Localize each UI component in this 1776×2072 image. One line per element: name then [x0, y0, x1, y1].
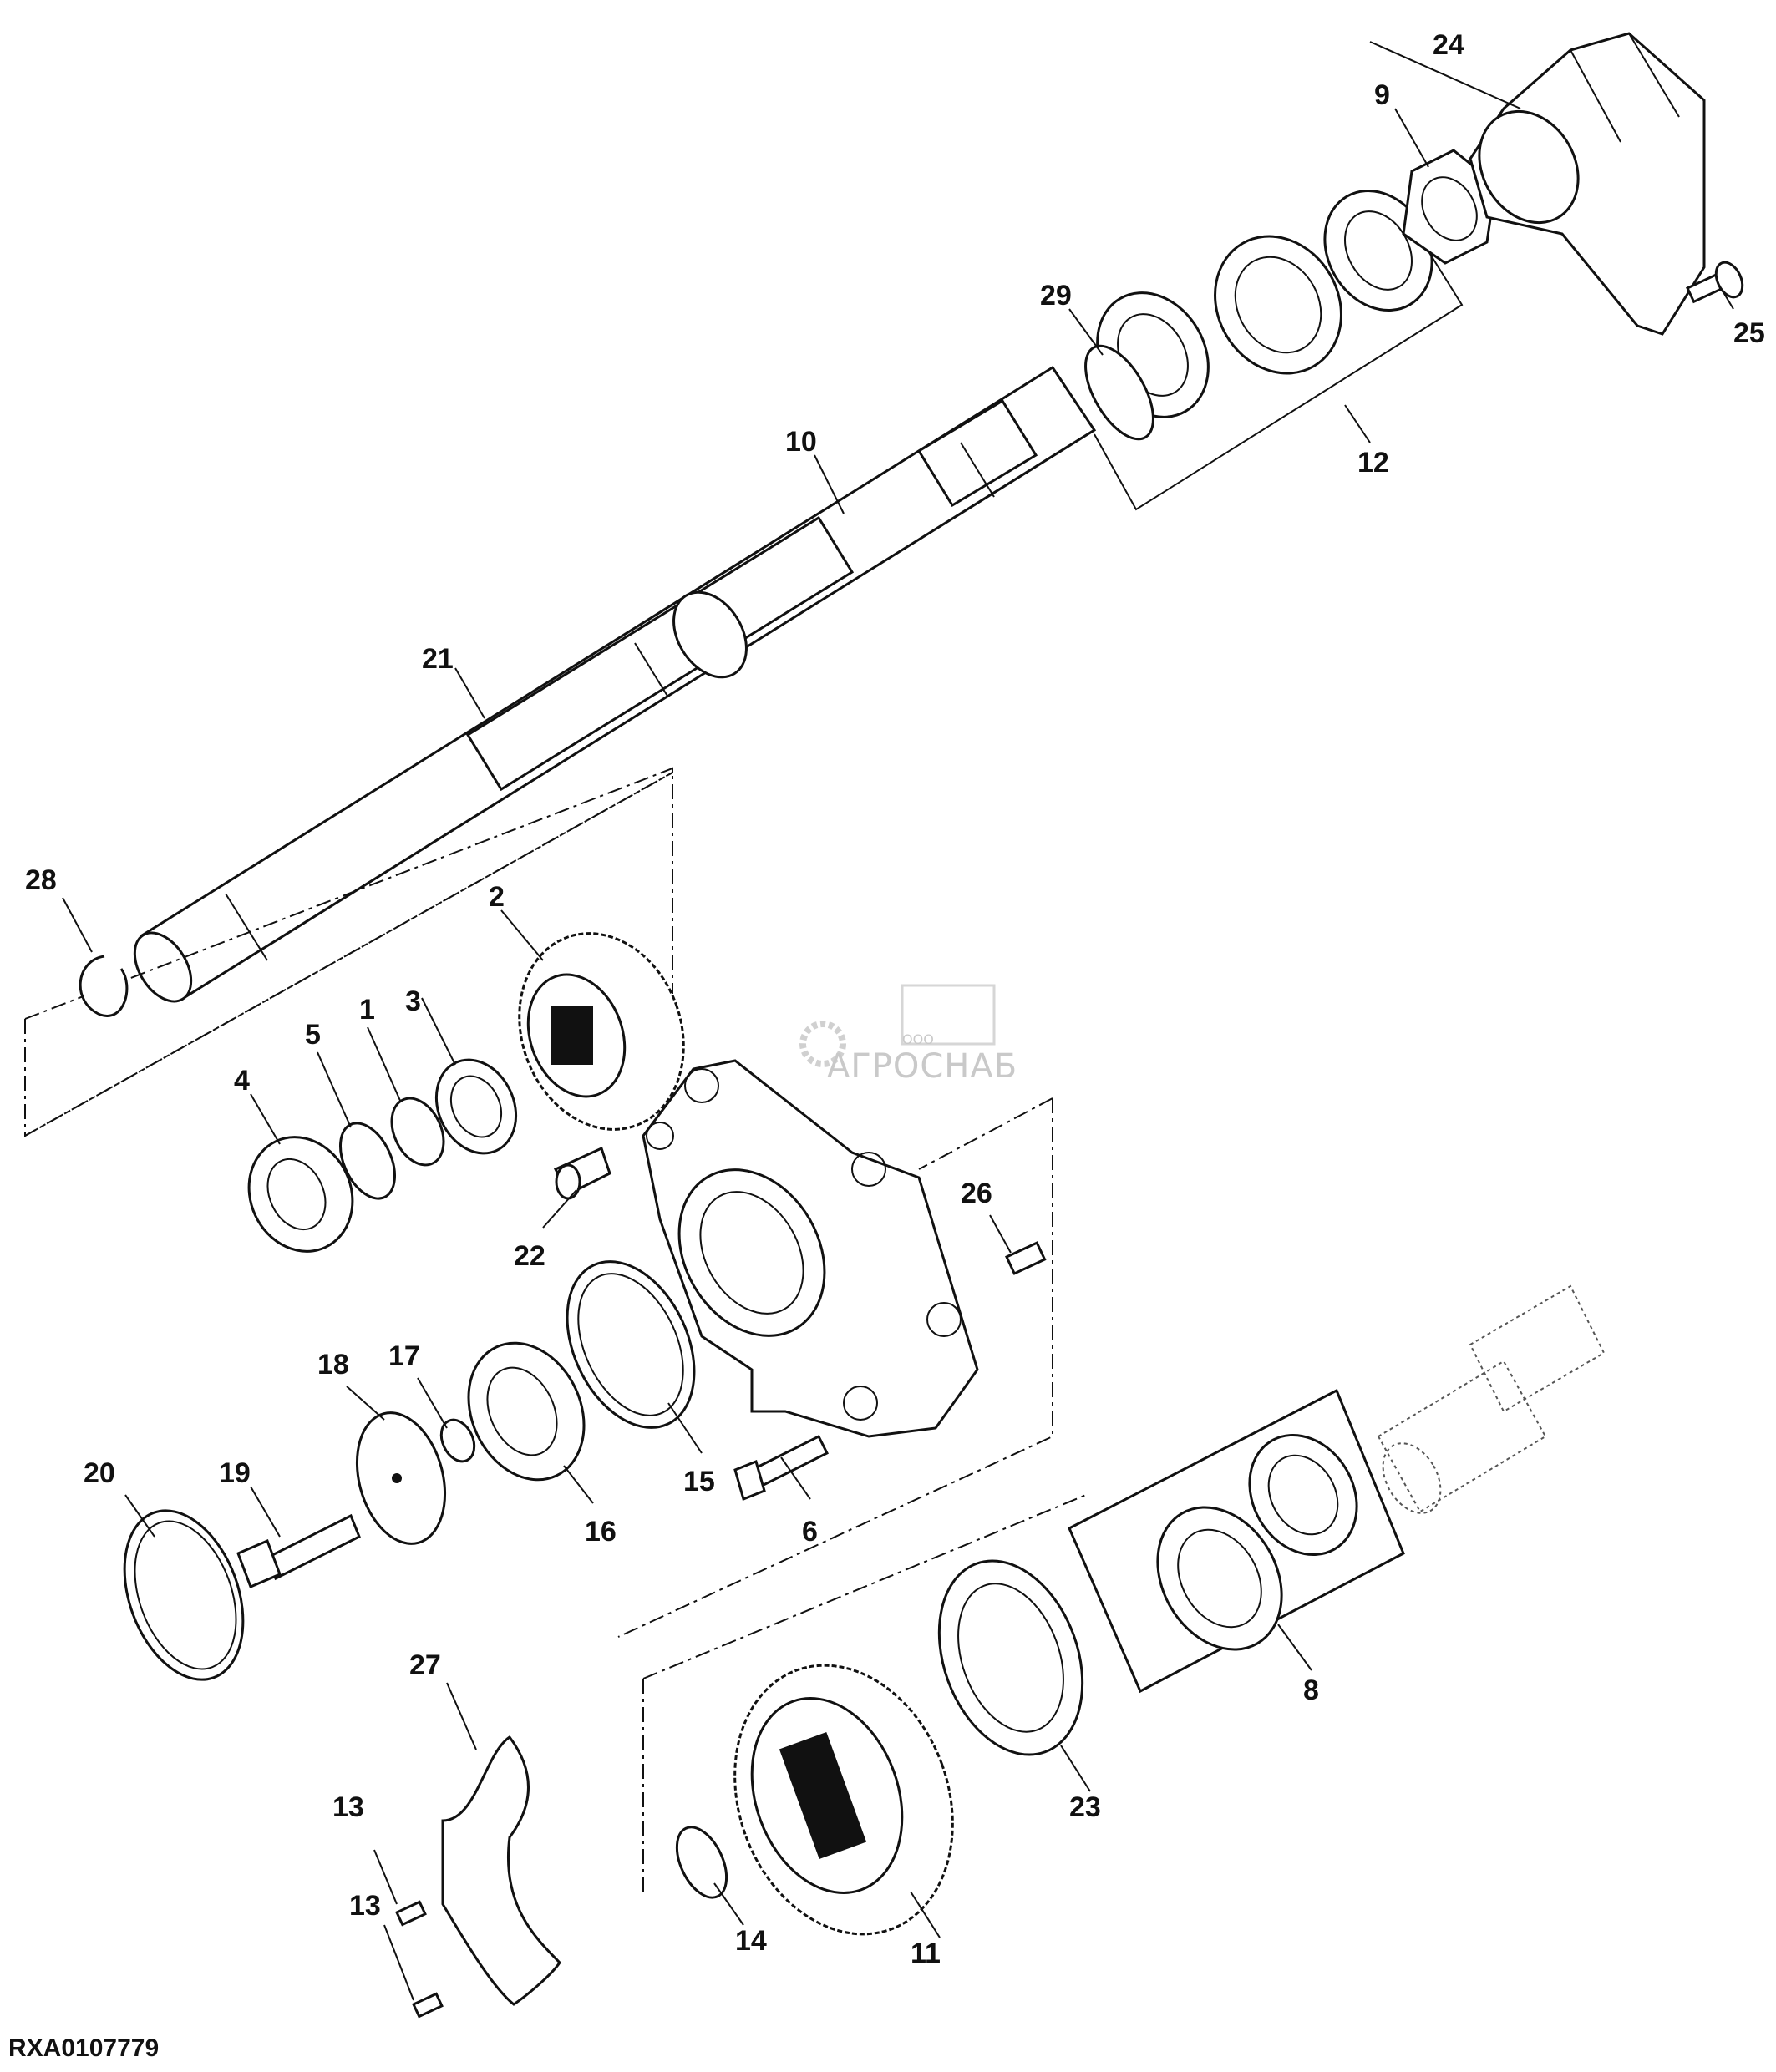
- callout-label: 19: [219, 1457, 251, 1489]
- ring-1: [390, 1097, 445, 1167]
- nut-9: [1402, 149, 1497, 265]
- gear-2: [518, 932, 685, 1131]
- callout-label: 27: [409, 1649, 441, 1681]
- snap-ring-29: [1084, 344, 1154, 441]
- disc-18: [355, 1411, 447, 1545]
- screw-13b: [412, 1992, 444, 2019]
- callout-label: 16: [585, 1516, 617, 1548]
- bolt-19: [236, 1513, 361, 1588]
- ghost-shaft: [1377, 1284, 1606, 1514]
- callout-label: 15: [683, 1466, 715, 1497]
- callout-label: 5: [305, 1019, 321, 1051]
- ring-20: [123, 1509, 245, 1681]
- bearing-4: [247, 1136, 354, 1253]
- watermark-prefix: ООО: [902, 1031, 934, 1047]
- figure-id: RXA0107779: [8, 2034, 159, 2062]
- screw-25: [1686, 261, 1744, 304]
- gear-11: [733, 1664, 954, 1936]
- callout-label: 26: [961, 1178, 992, 1209]
- bearing-16: [467, 1341, 586, 1482]
- callout-label: 2: [489, 881, 505, 913]
- callout-label: 24: [1433, 29, 1464, 61]
- cup-15: [566, 1260, 696, 1429]
- housing-24: [1469, 32, 1706, 336]
- bearing-set-12: [1094, 189, 1464, 511]
- bolt-6: [733, 1434, 830, 1502]
- leader-lines: [62, 41, 1734, 2001]
- callout-label: 25: [1733, 317, 1765, 349]
- bearing-set-8: [1068, 1388, 1405, 1694]
- callout-label: 13: [332, 1791, 364, 1823]
- callout-label: 29: [1040, 280, 1072, 312]
- callout-label: 3: [405, 985, 421, 1017]
- callout-label: 21: [422, 643, 454, 675]
- callout-label: 12: [1357, 447, 1389, 479]
- callout-label: 17: [388, 1340, 420, 1372]
- snap-ring-28: [79, 955, 129, 1017]
- callout-label: 14: [735, 1925, 767, 1957]
- washer-17: [439, 1418, 476, 1463]
- screw-22: [553, 1146, 611, 1200]
- callout-label: 18: [317, 1349, 349, 1380]
- callout-label: 13: [349, 1890, 381, 1922]
- callout-label: 23: [1069, 1791, 1101, 1823]
- callout-label: 22: [514, 1240, 545, 1272]
- callout-label: 28: [25, 864, 57, 896]
- main-shaft: [133, 365, 1097, 1003]
- callout-label: 20: [84, 1457, 115, 1489]
- snap-ring-14: [675, 1826, 728, 1899]
- callout-label: 11: [911, 1938, 941, 1969]
- callout-label: 8: [1303, 1674, 1319, 1706]
- bearing-3: [434, 1058, 518, 1155]
- callout-labels: 2 1 3 4 5 6 8 9 10 11 12 13 13 14 15 16 …: [25, 29, 1765, 1969]
- shield-27: [441, 1735, 561, 2006]
- screw-13a: [395, 1900, 427, 1927]
- callout-label: 10: [785, 426, 817, 458]
- callout-label: 6: [802, 1516, 818, 1548]
- pin-26: [1005, 1241, 1047, 1275]
- callout-label: 9: [1374, 79, 1390, 111]
- watermark-logo: ООО АГРОСНАБ: [799, 984, 1017, 1086]
- washer-23: [937, 1559, 1084, 1756]
- watermark-brand: АГРОСНАБ: [827, 1047, 1017, 1086]
- callout-label: 4: [234, 1065, 250, 1097]
- carrier-housing: [642, 1059, 979, 1438]
- callout-label: 1: [359, 994, 375, 1026]
